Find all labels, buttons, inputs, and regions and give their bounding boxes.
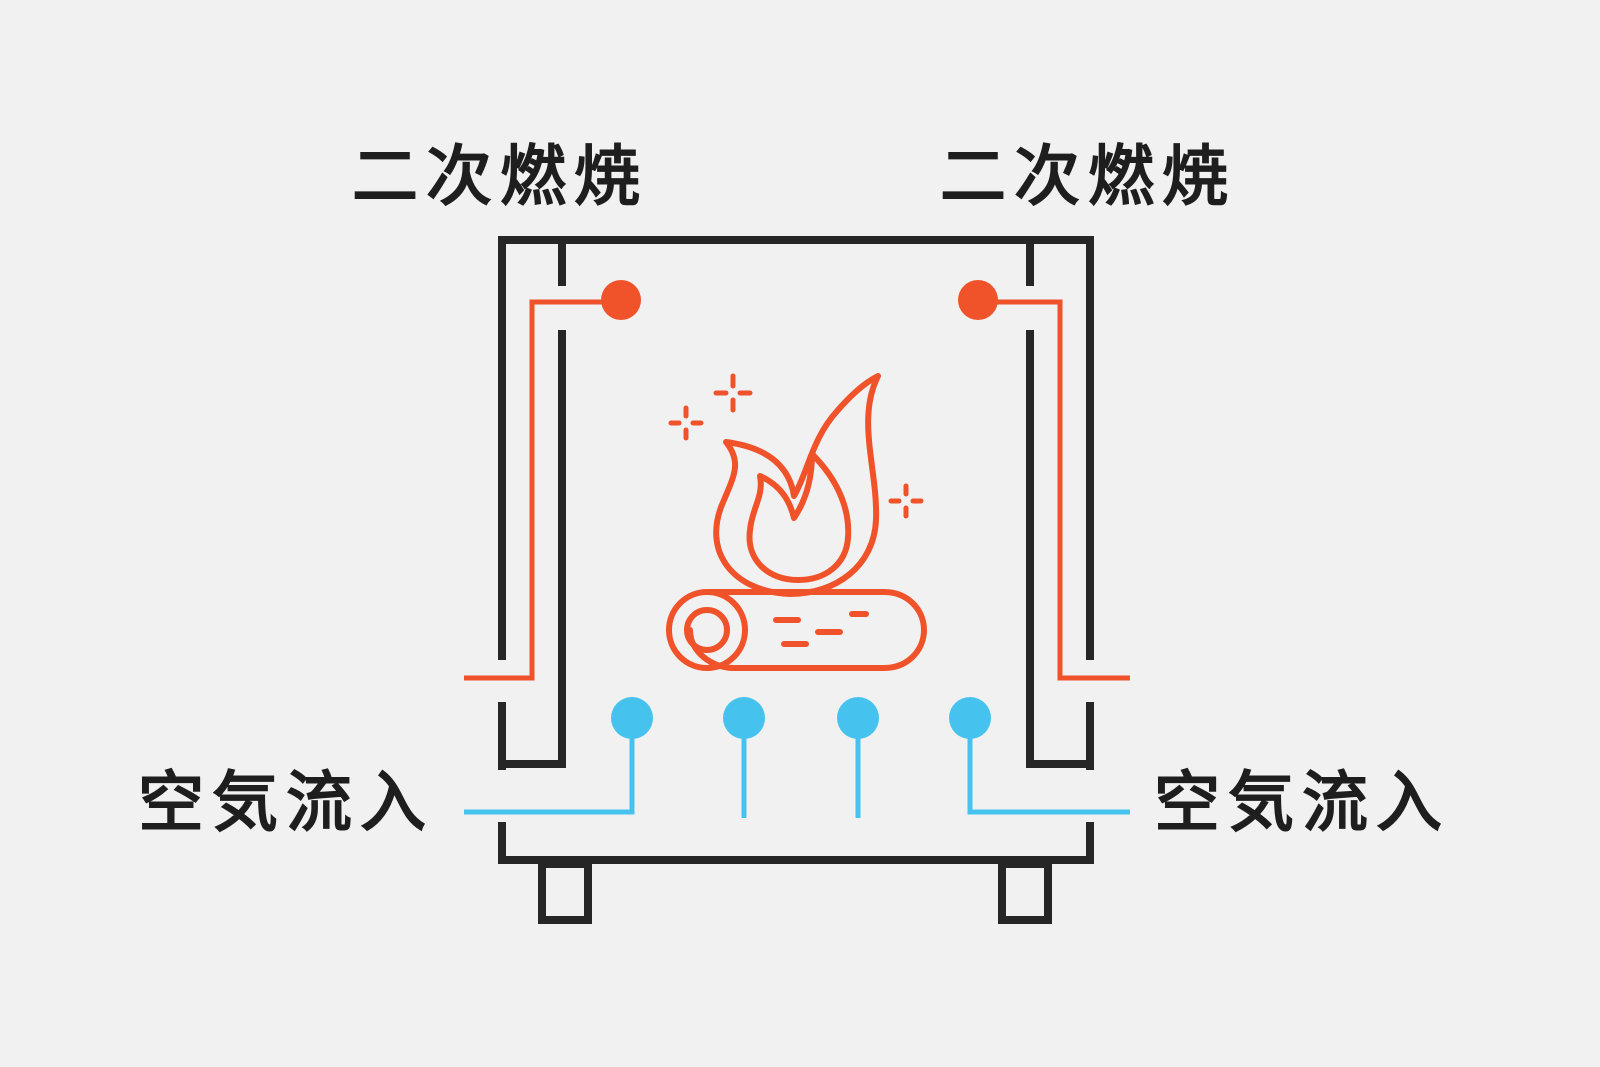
flame-inner-icon	[746, 451, 852, 583]
sparkle-icon	[888, 483, 924, 519]
stove-inner-wall-right-lower	[1026, 330, 1090, 768]
campfire-icon	[666, 373, 927, 671]
combustion-outlets	[601, 280, 998, 320]
log-icon	[687, 589, 927, 671]
log-end-icon	[666, 589, 748, 671]
secondary-combustion-lines	[464, 299, 1130, 681]
sparkle-icon	[668, 405, 704, 441]
air-outlets	[611, 697, 991, 739]
air-outlet-3	[837, 697, 879, 739]
combustion-outlet-left	[601, 280, 641, 320]
air-outlet-1	[611, 697, 653, 739]
flame-outer-icon	[713, 373, 881, 597]
stove-base	[498, 822, 1094, 864]
combustion-line-right	[978, 299, 1130, 681]
stove-leg-left	[538, 860, 592, 924]
combustion-line-left	[464, 299, 620, 681]
sparkles	[668, 373, 924, 519]
air-inflow-label-right: 空気流入	[1154, 764, 1450, 841]
air-outlet-4	[949, 697, 991, 739]
stove-outer-wall-left	[498, 236, 1094, 660]
stove-inner-wall-left-lower	[502, 330, 566, 768]
sparkle-icon	[713, 373, 753, 413]
air-line-right	[967, 718, 1130, 815]
air-line-left	[464, 718, 635, 815]
secondary-combustion-label-left: 二次燃焼	[352, 138, 648, 215]
log-core-icon	[684, 607, 730, 653]
air-inflow-label-left: 空気流入	[138, 764, 434, 841]
stove-leg-right	[998, 860, 1052, 924]
stove-body	[498, 236, 1094, 924]
air-outlet-2	[723, 697, 765, 739]
secondary-combustion-label-right: 二次燃焼	[940, 138, 1236, 215]
combustion-outlet-right	[958, 280, 998, 320]
